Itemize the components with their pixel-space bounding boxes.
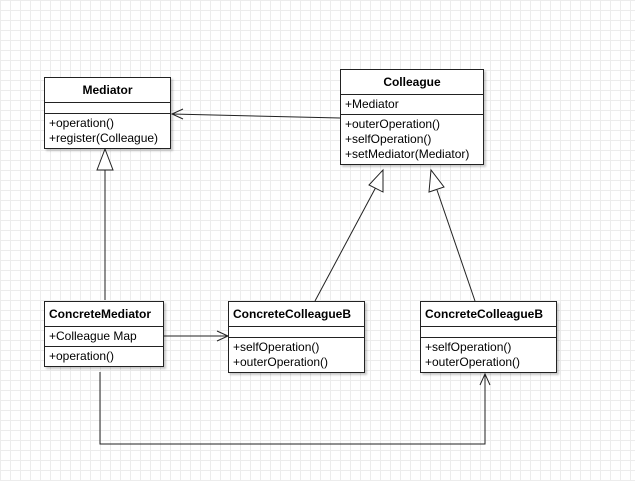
- attributes-section: [45, 103, 170, 114]
- hollow-triangle-colleague-right: [428, 168, 445, 193]
- operation: +setMediator(Mediator): [345, 147, 470, 161]
- operation: +outerOperation(): [425, 355, 521, 369]
- generalization-colleague2-colleague: [436, 189, 476, 302]
- class-title: Colleague: [341, 70, 483, 95]
- association-mediator-colleague2: [99, 372, 486, 445]
- class-concrete-colleague-right[interactable]: ConcreteColleagueB +selfOperation() +out…: [420, 301, 557, 373]
- operation: +operation(): [49, 116, 115, 130]
- operations-section: +outerOperation() +selfOperation() +setM…: [341, 115, 483, 164]
- class-title: ConcreteColleagueB: [421, 302, 556, 327]
- operation: +selfOperation(): [233, 340, 320, 354]
- association-colleague-mediator: [171, 113, 341, 119]
- attributes-section: [421, 327, 556, 338]
- class-mediator[interactable]: Mediator +operation() +register(Colleagu…: [44, 77, 171, 149]
- class-colleague[interactable]: Colleague +Mediator +outerOperation() +s…: [340, 69, 484, 165]
- operations-section: +selfOperation() +outerOperation(): [421, 338, 556, 372]
- class-concrete-mediator[interactable]: ConcreteMediator +Colleague Map +operati…: [44, 301, 164, 367]
- class-concrete-colleague-left[interactable]: ConcreteColleagueB +selfOperation() +out…: [228, 301, 365, 373]
- attribute: +Colleague Map: [49, 329, 137, 343]
- operations-section: +selfOperation() +outerOperation(): [229, 338, 364, 372]
- generalization-colleague1-colleague: [314, 186, 377, 302]
- class-title: Mediator: [45, 78, 170, 103]
- arrowhead-open-mediator: [170, 108, 184, 120]
- operation: +operation(): [49, 349, 115, 363]
- attributes-section: +Colleague Map: [45, 327, 163, 347]
- operations-section: +operation() +register(Colleague): [45, 114, 170, 148]
- attributes-section: +Mediator: [341, 95, 483, 115]
- operation: +selfOperation(): [345, 132, 432, 146]
- hollow-triangle-mediator: [96, 147, 114, 171]
- arrowhead-open-colleague2: [479, 372, 491, 386]
- operation: +selfOperation(): [425, 340, 512, 354]
- operation: +outerOperation(): [233, 355, 329, 369]
- operation: +outerOperation(): [345, 117, 441, 131]
- operations-section: +operation(): [45, 347, 163, 366]
- class-title: ConcreteColleagueB: [229, 302, 364, 327]
- hollow-triangle-colleague-left: [368, 168, 384, 193]
- class-title: ConcreteMediator: [45, 302, 163, 327]
- operation: +register(Colleague): [49, 131, 159, 145]
- attributes-section: [229, 327, 364, 338]
- attribute: +Mediator: [345, 97, 399, 111]
